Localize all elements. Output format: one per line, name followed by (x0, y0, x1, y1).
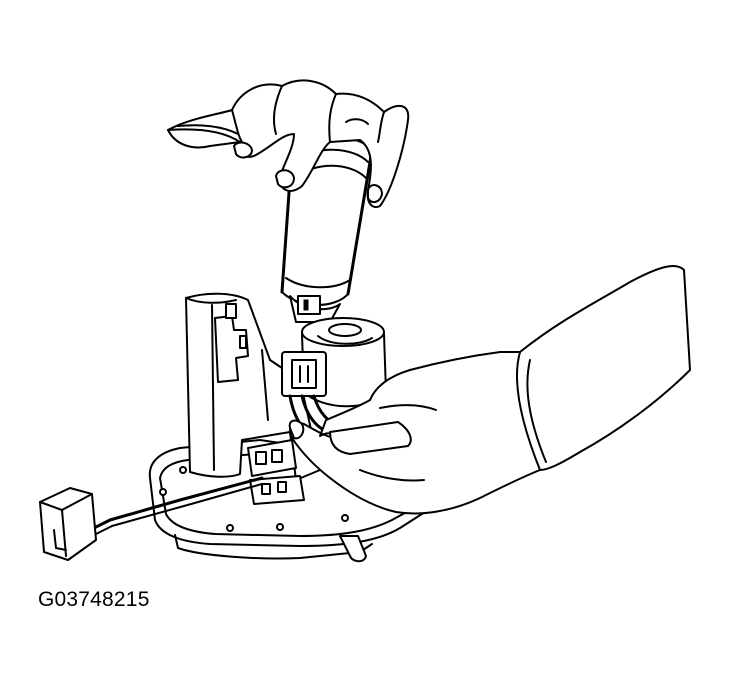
pump-bracket-housing (185, 292, 321, 505)
figure-id-label: G03748215 (38, 588, 150, 611)
upper-hand (167, 79, 410, 208)
fuel-sender-float-arm (39, 476, 264, 561)
lower-hand (288, 265, 691, 515)
